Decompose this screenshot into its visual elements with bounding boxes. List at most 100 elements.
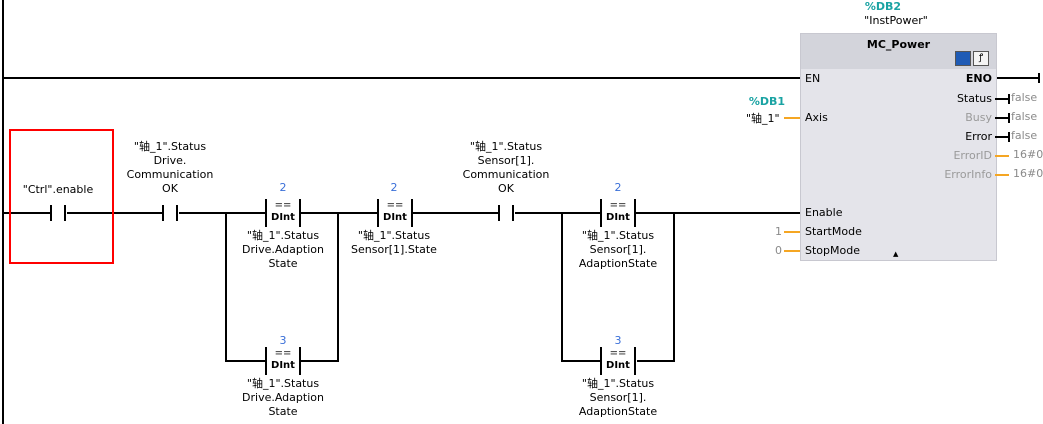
stopmode-value[interactable]: 0 — [775, 244, 782, 257]
compare-operator: == — [609, 200, 627, 211]
operand-line: Sensor[1]. — [477, 154, 535, 167]
stethoscope-icon[interactable]: ꝭ — [973, 51, 989, 66]
compare-type: DInt — [606, 212, 630, 223]
eno-wire — [995, 77, 1039, 79]
compare-operand: "轴_1".Status Sensor[1]. AdaptionState — [579, 229, 657, 271]
bool-terminal — [1008, 113, 1010, 123]
operand-line: Communication — [462, 168, 550, 181]
no-contact-ctrl-enable[interactable] — [50, 205, 66, 221]
operand-line: Sensor[1]. — [589, 243, 647, 256]
operand-line: Sensor[1].State — [351, 243, 437, 256]
pin-stopmode[interactable]: StopMode — [805, 244, 860, 257]
wire — [637, 360, 675, 362]
compare-type: DInt — [383, 212, 407, 223]
compare-operand: "轴_1".Status Drive.Adaption State — [242, 377, 324, 419]
startmode-value[interactable]: 1 — [775, 225, 782, 238]
compare-eq-dint[interactable]: ==DInt — [265, 199, 301, 227]
instance-db-name[interactable]: "InstPower" — [864, 14, 928, 27]
compare-value: 2 — [279, 181, 287, 194]
operand-line: Drive.Adaption — [242, 243, 324, 256]
wire — [301, 212, 377, 214]
operand-line: "轴_1".Status — [357, 229, 431, 242]
compare-type: DInt — [606, 360, 630, 371]
pin-status[interactable]: Status — [956, 92, 992, 105]
pin-eno[interactable]: ENO — [965, 72, 992, 85]
compare-value: 2 — [614, 181, 622, 194]
wire — [225, 360, 265, 362]
param-wire — [784, 250, 800, 252]
no-contact-drive-comm-ok[interactable] — [162, 205, 178, 221]
wire — [301, 360, 339, 362]
no-contact-sensor-comm-ok[interactable] — [498, 205, 514, 221]
operand-line: "轴_1".Status — [133, 140, 207, 153]
compare-operand: "轴_1".Status Sensor[1]. AdaptionState — [579, 377, 657, 419]
operand-line: "轴_1".Status — [246, 229, 320, 242]
collapse-arrow-icon[interactable]: ▲ — [893, 250, 899, 258]
bool-wire — [995, 117, 1009, 119]
contact-operand: "轴_1".Status Drive. Communication OK — [127, 140, 214, 196]
operand-line: Communication — [126, 168, 214, 181]
param-wire — [784, 231, 800, 233]
wire — [561, 360, 601, 362]
error-value: false — [1011, 129, 1038, 142]
operand-line: State — [268, 405, 298, 418]
compare-value: 3 — [279, 334, 287, 347]
bool-wire — [995, 98, 1009, 100]
instance-db-number: %DB2 — [864, 0, 902, 13]
bool-terminal — [1008, 94, 1010, 104]
compare-value: 3 — [614, 334, 622, 347]
diagnostics-icon[interactable] — [955, 51, 971, 66]
operand-line: "轴_1".Status — [581, 377, 655, 390]
axis-operand[interactable]: "轴_1" — [746, 112, 780, 125]
compare-operator: == — [274, 200, 292, 211]
errorinfo-value: 16#0 — [1013, 167, 1043, 180]
pin-error[interactable]: Error — [965, 130, 992, 143]
compare-eq-dint[interactable]: ==DInt — [265, 347, 301, 375]
mc-power-block[interactable]: MC_Power ꝭ EN Axis Enable StartMode Stop… — [800, 33, 997, 261]
param-wire — [995, 155, 1009, 157]
wire — [636, 212, 800, 214]
pin-busy[interactable]: Busy — [965, 111, 992, 124]
operand-line: Drive. — [153, 154, 187, 167]
compare-operator: == — [386, 200, 404, 211]
param-wire — [784, 117, 800, 119]
wire — [413, 212, 499, 214]
block-title: MC_Power — [866, 38, 931, 51]
operand-line: OK — [498, 182, 514, 195]
operand-line: AdaptionState — [578, 405, 658, 418]
compare-operand: "轴_1".Status Drive.Adaption State — [242, 229, 324, 271]
branch-wire — [673, 212, 675, 362]
param-wire — [995, 174, 1009, 176]
pin-axis[interactable]: Axis — [805, 111, 828, 124]
operand-line: AdaptionState — [578, 257, 658, 270]
operand-line: Sensor[1]. — [589, 391, 647, 404]
wire — [179, 212, 265, 214]
contact-operand: "轴_1".Status Sensor[1]. Communication OK — [463, 140, 550, 196]
compare-operator: == — [274, 348, 292, 359]
pin-startmode[interactable]: StartMode — [805, 225, 862, 238]
compare-operand: "轴_1".Status Sensor[1].State — [351, 229, 437, 257]
errorid-value: 16#0 — [1013, 148, 1043, 161]
pin-enable[interactable]: Enable — [805, 206, 843, 219]
en-wire — [2, 77, 800, 79]
wire — [2, 212, 51, 214]
compare-type: DInt — [271, 212, 295, 223]
branch-wire — [337, 212, 339, 362]
status-value: false — [1011, 91, 1038, 104]
wire — [67, 212, 163, 214]
wire — [515, 212, 600, 214]
compare-eq-dint[interactable]: ==DInt — [600, 347, 636, 375]
pin-en[interactable]: EN — [805, 72, 821, 85]
pin-errorid[interactable]: ErrorID — [953, 149, 992, 162]
block-header: MC_Power ꝭ — [801, 34, 996, 69]
operand-line: "轴_1".Status — [581, 229, 655, 242]
busy-value: false — [1011, 110, 1038, 123]
compare-eq-dint[interactable]: ==DInt — [600, 199, 636, 227]
eno-terminal — [1038, 73, 1040, 83]
compare-value: 2 — [390, 181, 398, 194]
operand-line: "轴_1".Status — [469, 140, 543, 153]
compare-eq-dint[interactable]: ==DInt — [377, 199, 413, 227]
pin-errorinfo[interactable]: ErrorInfo — [944, 168, 992, 181]
compare-type: DInt — [271, 360, 295, 371]
